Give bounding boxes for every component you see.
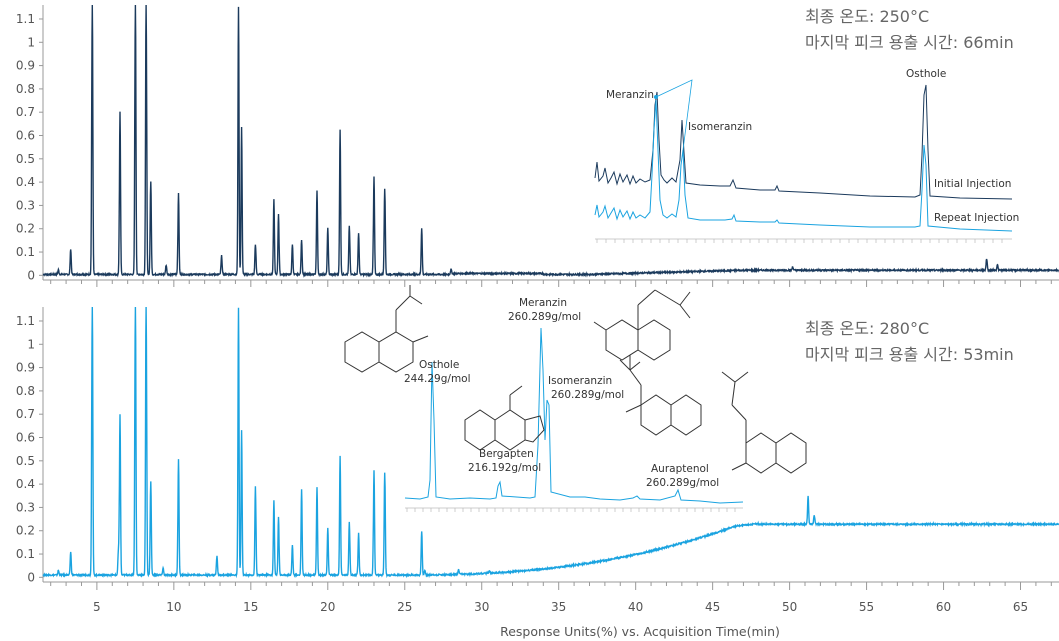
top-annotation-line-2: 마지막 피크 용출 시간: 66min bbox=[805, 33, 1014, 52]
y-tick-label: 1.1 bbox=[16, 12, 35, 26]
x-tick-label: 25 bbox=[397, 600, 412, 614]
x-tick-label: 10 bbox=[166, 600, 181, 614]
meranzin-arrow bbox=[655, 79, 693, 151]
bottom-annotation-line-1: 최종 온도: 280°C bbox=[805, 319, 929, 338]
x-tick-label: 5 bbox=[93, 600, 101, 614]
label-meranzin-name: Meranzin bbox=[519, 297, 567, 309]
y-tick-label: 0.8 bbox=[16, 384, 35, 398]
bottom-y-ticks: 0 0.1 0.2 0.3 0.4 0.5 0.6 0.7 0.8 0.9 1 1.1 bbox=[16, 314, 43, 584]
x-tick-label: 45 bbox=[705, 600, 720, 614]
y-tick-label: 0.1 bbox=[16, 245, 35, 259]
label-osthole-mass: 244.29g/mol bbox=[404, 373, 471, 385]
y-tick-label: 0.7 bbox=[16, 407, 35, 421]
x-tick-label: 40 bbox=[628, 600, 643, 614]
x-tick-label: 15 bbox=[243, 600, 258, 614]
top-trace-line bbox=[42, 4, 1059, 278]
structure-isomeranzin bbox=[619, 355, 702, 436]
x-tick-label: 30 bbox=[474, 600, 489, 614]
x-tick-label: 55 bbox=[859, 600, 874, 614]
inset-label-meranzin: Meranzin bbox=[606, 89, 654, 101]
x-tick-label: 65 bbox=[1013, 600, 1028, 614]
inset-label-isomeranzin: Isomeranzin bbox=[688, 121, 752, 133]
top-inset: Meranzin Isomeranzin Osthole Initial Inj… bbox=[594, 68, 1019, 243]
x-axis-label: Response Units(%) vs. Acquisition Time(m… bbox=[500, 624, 780, 639]
top-panel: 0 0.1 0.2 0.3 0.4 0.5 0.6 0.7 0.8 0.9 1 1.1 최종 온도: … bbox=[16, 4, 1059, 287]
y-tick-label: 0.6 bbox=[16, 129, 35, 143]
inset-initial-trace bbox=[594, 84, 1013, 200]
label-auraptenol-mass: 260.289g/mol bbox=[646, 477, 719, 489]
y-tick-label: 1 bbox=[27, 35, 35, 49]
x-tick-label: 35 bbox=[551, 600, 566, 614]
y-tick-label: 0.2 bbox=[16, 524, 35, 538]
meranzin-marker bbox=[654, 95, 658, 99]
inset-x-ticks bbox=[596, 239, 1003, 243]
label-meranzin-mass: 260.289g/mol bbox=[508, 311, 581, 323]
y-tick-label: 0.4 bbox=[16, 175, 35, 189]
inset-trace-initial-label: Initial Injection bbox=[934, 178, 1011, 190]
y-tick-label: 0.2 bbox=[16, 222, 35, 236]
y-tick-label: 0.5 bbox=[16, 152, 35, 166]
structure-auraptenol bbox=[721, 371, 807, 474]
top-annotation-line-1: 최종 온도: 250°C bbox=[805, 7, 929, 26]
bottom-panel: 0 0.1 0.2 0.3 0.4 0.5 0.6 0.7 0.8 0.9 1 1.1 5 10 15 20… bbox=[16, 285, 1059, 639]
y-tick-label: 0.8 bbox=[16, 82, 35, 96]
inset-trace-repeat-label: Repeat Injection bbox=[934, 212, 1019, 224]
y-tick-label: 0.3 bbox=[16, 500, 35, 514]
y-tick-label: 0.6 bbox=[16, 431, 35, 445]
bottom-annotation-line-2: 마지막 피크 용출 시간: 53min bbox=[805, 345, 1014, 364]
inset-repeat-trace bbox=[594, 99, 1013, 232]
y-tick-label: 0 bbox=[27, 570, 35, 584]
y-tick-label: 1 bbox=[27, 337, 35, 351]
top-y-ticks: 0 0.1 0.2 0.3 0.4 0.5 0.6 0.7 0.8 0.9 1 1.1 bbox=[16, 12, 1052, 287]
bottom-inset-x-ticks bbox=[406, 508, 736, 512]
y-tick-label: 0.4 bbox=[16, 477, 35, 491]
bottom-x-ticks: 5 10 15 20 25 30 35 40 45 50 55 60 65 bbox=[50, 582, 1052, 614]
x-tick-label: 60 bbox=[936, 600, 951, 614]
bottom-trace-line bbox=[42, 306, 1059, 579]
y-tick-label: 0.3 bbox=[16, 198, 35, 212]
bottom-inset: Osthole 244.29g/mol Meranzin 260.289g/mo… bbox=[404, 297, 744, 512]
label-isomeranzin-mass: 260.289g/mol bbox=[551, 389, 624, 401]
label-auraptenol-name: Auraptenol bbox=[651, 463, 709, 475]
y-tick-label: 0.1 bbox=[16, 547, 35, 561]
inset-label-osthole: Osthole bbox=[906, 68, 946, 80]
label-osthole-name: Osthole bbox=[419, 359, 459, 371]
y-tick-label: 1.1 bbox=[16, 314, 35, 328]
y-tick-label: 0.5 bbox=[16, 454, 35, 468]
structure-bergapten bbox=[464, 385, 545, 451]
label-bergapten-mass: 216.192g/mol bbox=[468, 462, 541, 474]
x-tick-label: 20 bbox=[320, 600, 335, 614]
y-tick-label: 0.9 bbox=[16, 361, 35, 375]
structure-meranzin bbox=[593, 289, 691, 361]
y-tick-label: 0.9 bbox=[16, 59, 35, 73]
x-tick-label: 50 bbox=[782, 600, 797, 614]
structure-osthole bbox=[344, 285, 429, 373]
label-bergapten-name: Bergapten bbox=[479, 448, 534, 460]
y-tick-label: 0.7 bbox=[16, 105, 35, 119]
bottom-inset-trace bbox=[404, 327, 744, 504]
y-tick-label: 0 bbox=[27, 268, 35, 282]
label-isomeranzin-name: Isomeranzin bbox=[548, 375, 612, 387]
